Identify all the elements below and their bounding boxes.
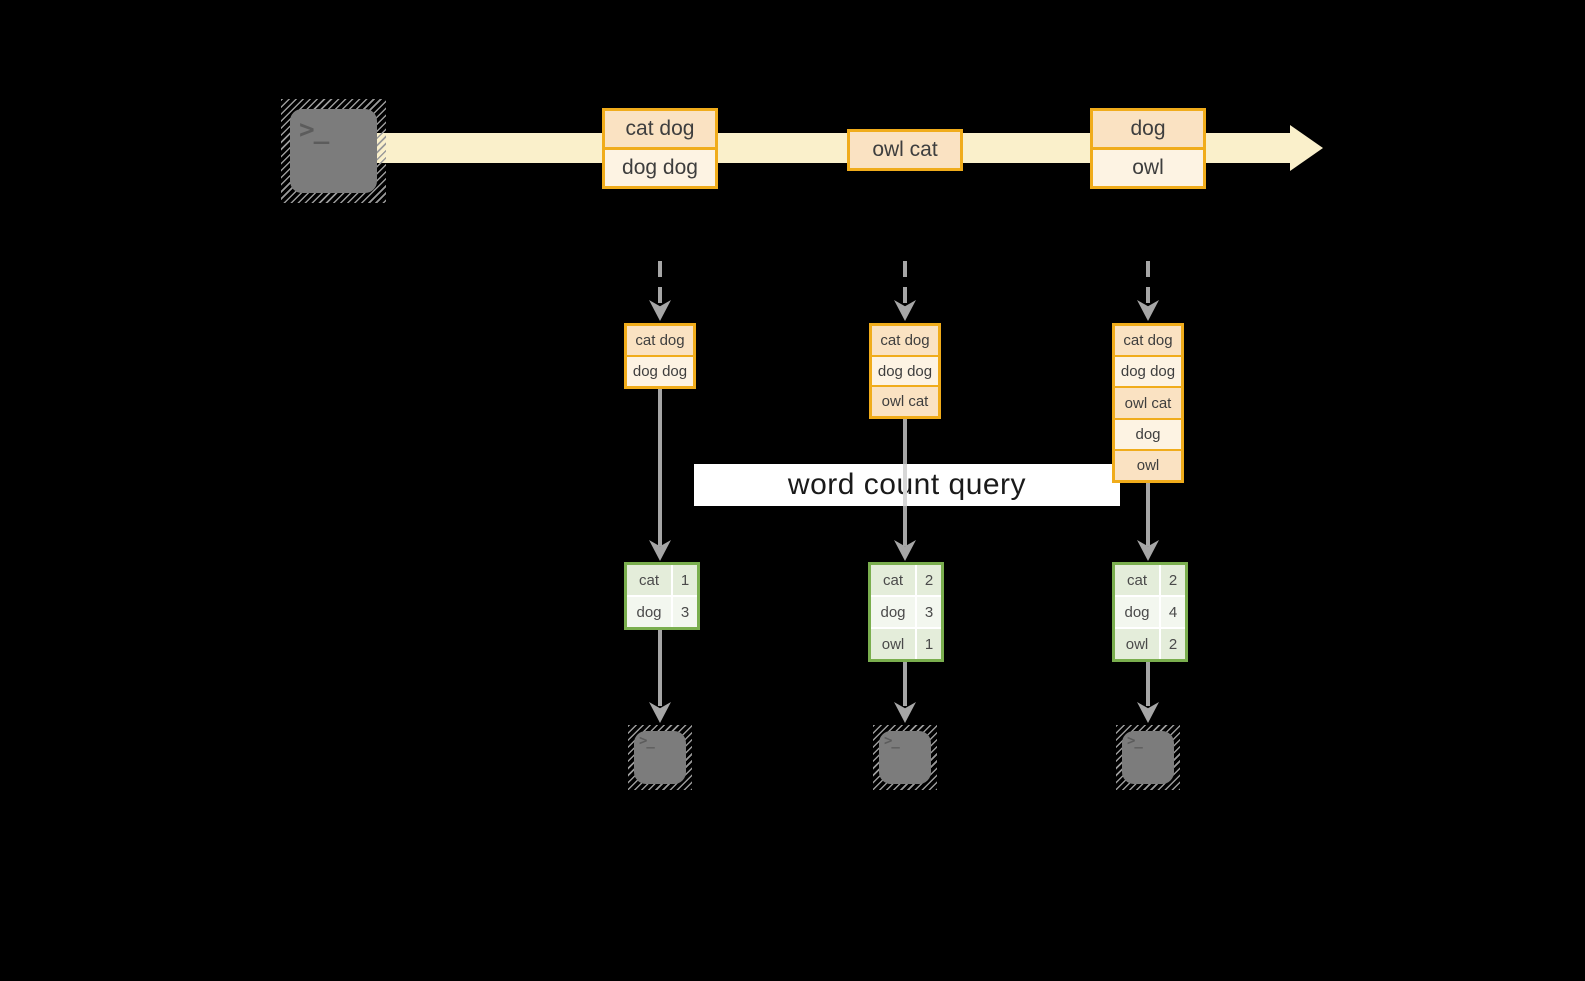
buffer-line: owl cat <box>1115 386 1181 418</box>
terminal-screen <box>634 731 686 784</box>
stream-event-3: dog owl <box>1090 108 1206 189</box>
query-arrow-shaft <box>1146 483 1150 546</box>
stream-event-1: cat dog dog dog <box>602 108 718 189</box>
terminal-screen <box>290 109 377 193</box>
table-cell-word: owl <box>1115 629 1159 659</box>
stream-arrowhead-icon <box>1290 125 1323 171</box>
query-arrow-shaft <box>903 419 907 464</box>
terminal-screen <box>1122 731 1174 784</box>
query-arrow-shaft-through-banner <box>903 464 907 506</box>
dashed-arrow-head-icon <box>894 300 916 321</box>
prompt-icon: >_ <box>1127 733 1143 749</box>
table-cell-count: 3 <box>917 597 941 627</box>
prompt-icon: >_ <box>884 733 900 749</box>
buffer-line: dog dog <box>872 354 938 386</box>
event-buffer-3: cat dog dog dog owl cat dog owl <box>1112 323 1184 483</box>
dashed-arrow-shaft <box>1146 261 1150 303</box>
table-cell-word: dog <box>627 597 671 627</box>
table-cell-word: cat <box>1115 565 1159 595</box>
table-cell-count: 2 <box>1161 629 1185 659</box>
terminal-output-1-icon: >_ <box>628 725 692 790</box>
query-arrow-shaft <box>903 506 907 546</box>
buffer-line: cat dog <box>627 326 693 355</box>
table-cell-count: 1 <box>673 565 697 595</box>
table-cell-word: owl <box>871 629 915 659</box>
event-line: dog dog <box>605 147 715 186</box>
table-cell-count: 2 <box>917 565 941 595</box>
event-line: cat dog <box>605 111 715 147</box>
table-cell-count: 2 <box>1161 565 1185 595</box>
count-table-3: cat 2 dog 4 owl 2 <box>1112 562 1188 662</box>
count-table-2: cat 2 dog 3 owl 1 <box>868 562 944 662</box>
table-cell-count: 3 <box>673 597 697 627</box>
output-arrow-shaft <box>1146 662 1150 706</box>
buffer-line: owl <box>1115 448 1181 481</box>
dashed-arrow-shaft <box>903 261 907 303</box>
terminal-output-2-icon: >_ <box>873 725 937 790</box>
output-arrow-shaft <box>903 662 907 706</box>
terminal-source-icon: >_ <box>281 99 386 203</box>
count-table-1: cat 1 dog 3 <box>624 562 700 630</box>
table-cell-word: dog <box>1115 597 1159 627</box>
output-arrow-shaft <box>658 630 662 706</box>
prompt-icon: >_ <box>299 115 329 145</box>
dashed-arrow-shaft <box>658 261 662 303</box>
buffer-line: dog <box>1115 417 1181 449</box>
event-buffer-1: cat dog dog dog <box>624 323 696 389</box>
terminal-screen <box>879 731 931 784</box>
query-banner: word count query <box>694 464 1120 506</box>
table-cell-word: cat <box>871 565 915 595</box>
buffer-line: owl cat <box>872 385 938 417</box>
stream-event-2: owl cat <box>847 129 963 171</box>
dashed-arrow-head-icon <box>1137 300 1159 321</box>
event-line: owl <box>1093 147 1203 186</box>
buffer-line: dog dog <box>627 355 693 386</box>
prompt-icon: >_ <box>639 733 655 749</box>
buffer-line: cat dog <box>1115 326 1181 356</box>
query-arrow-shaft <box>658 389 662 546</box>
event-line: dog <box>1093 111 1203 147</box>
dashed-arrow-head-icon <box>649 300 671 321</box>
buffer-line: cat dog <box>872 326 938 355</box>
table-cell-count: 4 <box>1161 597 1185 627</box>
event-line: owl cat <box>850 132 960 168</box>
table-cell-word: dog <box>871 597 915 627</box>
event-buffer-2: cat dog dog dog owl cat <box>869 323 941 419</box>
terminal-output-3-icon: >_ <box>1116 725 1180 790</box>
table-cell-count: 1 <box>917 629 941 659</box>
table-cell-word: cat <box>627 565 671 595</box>
buffer-line: dog dog <box>1115 355 1181 387</box>
